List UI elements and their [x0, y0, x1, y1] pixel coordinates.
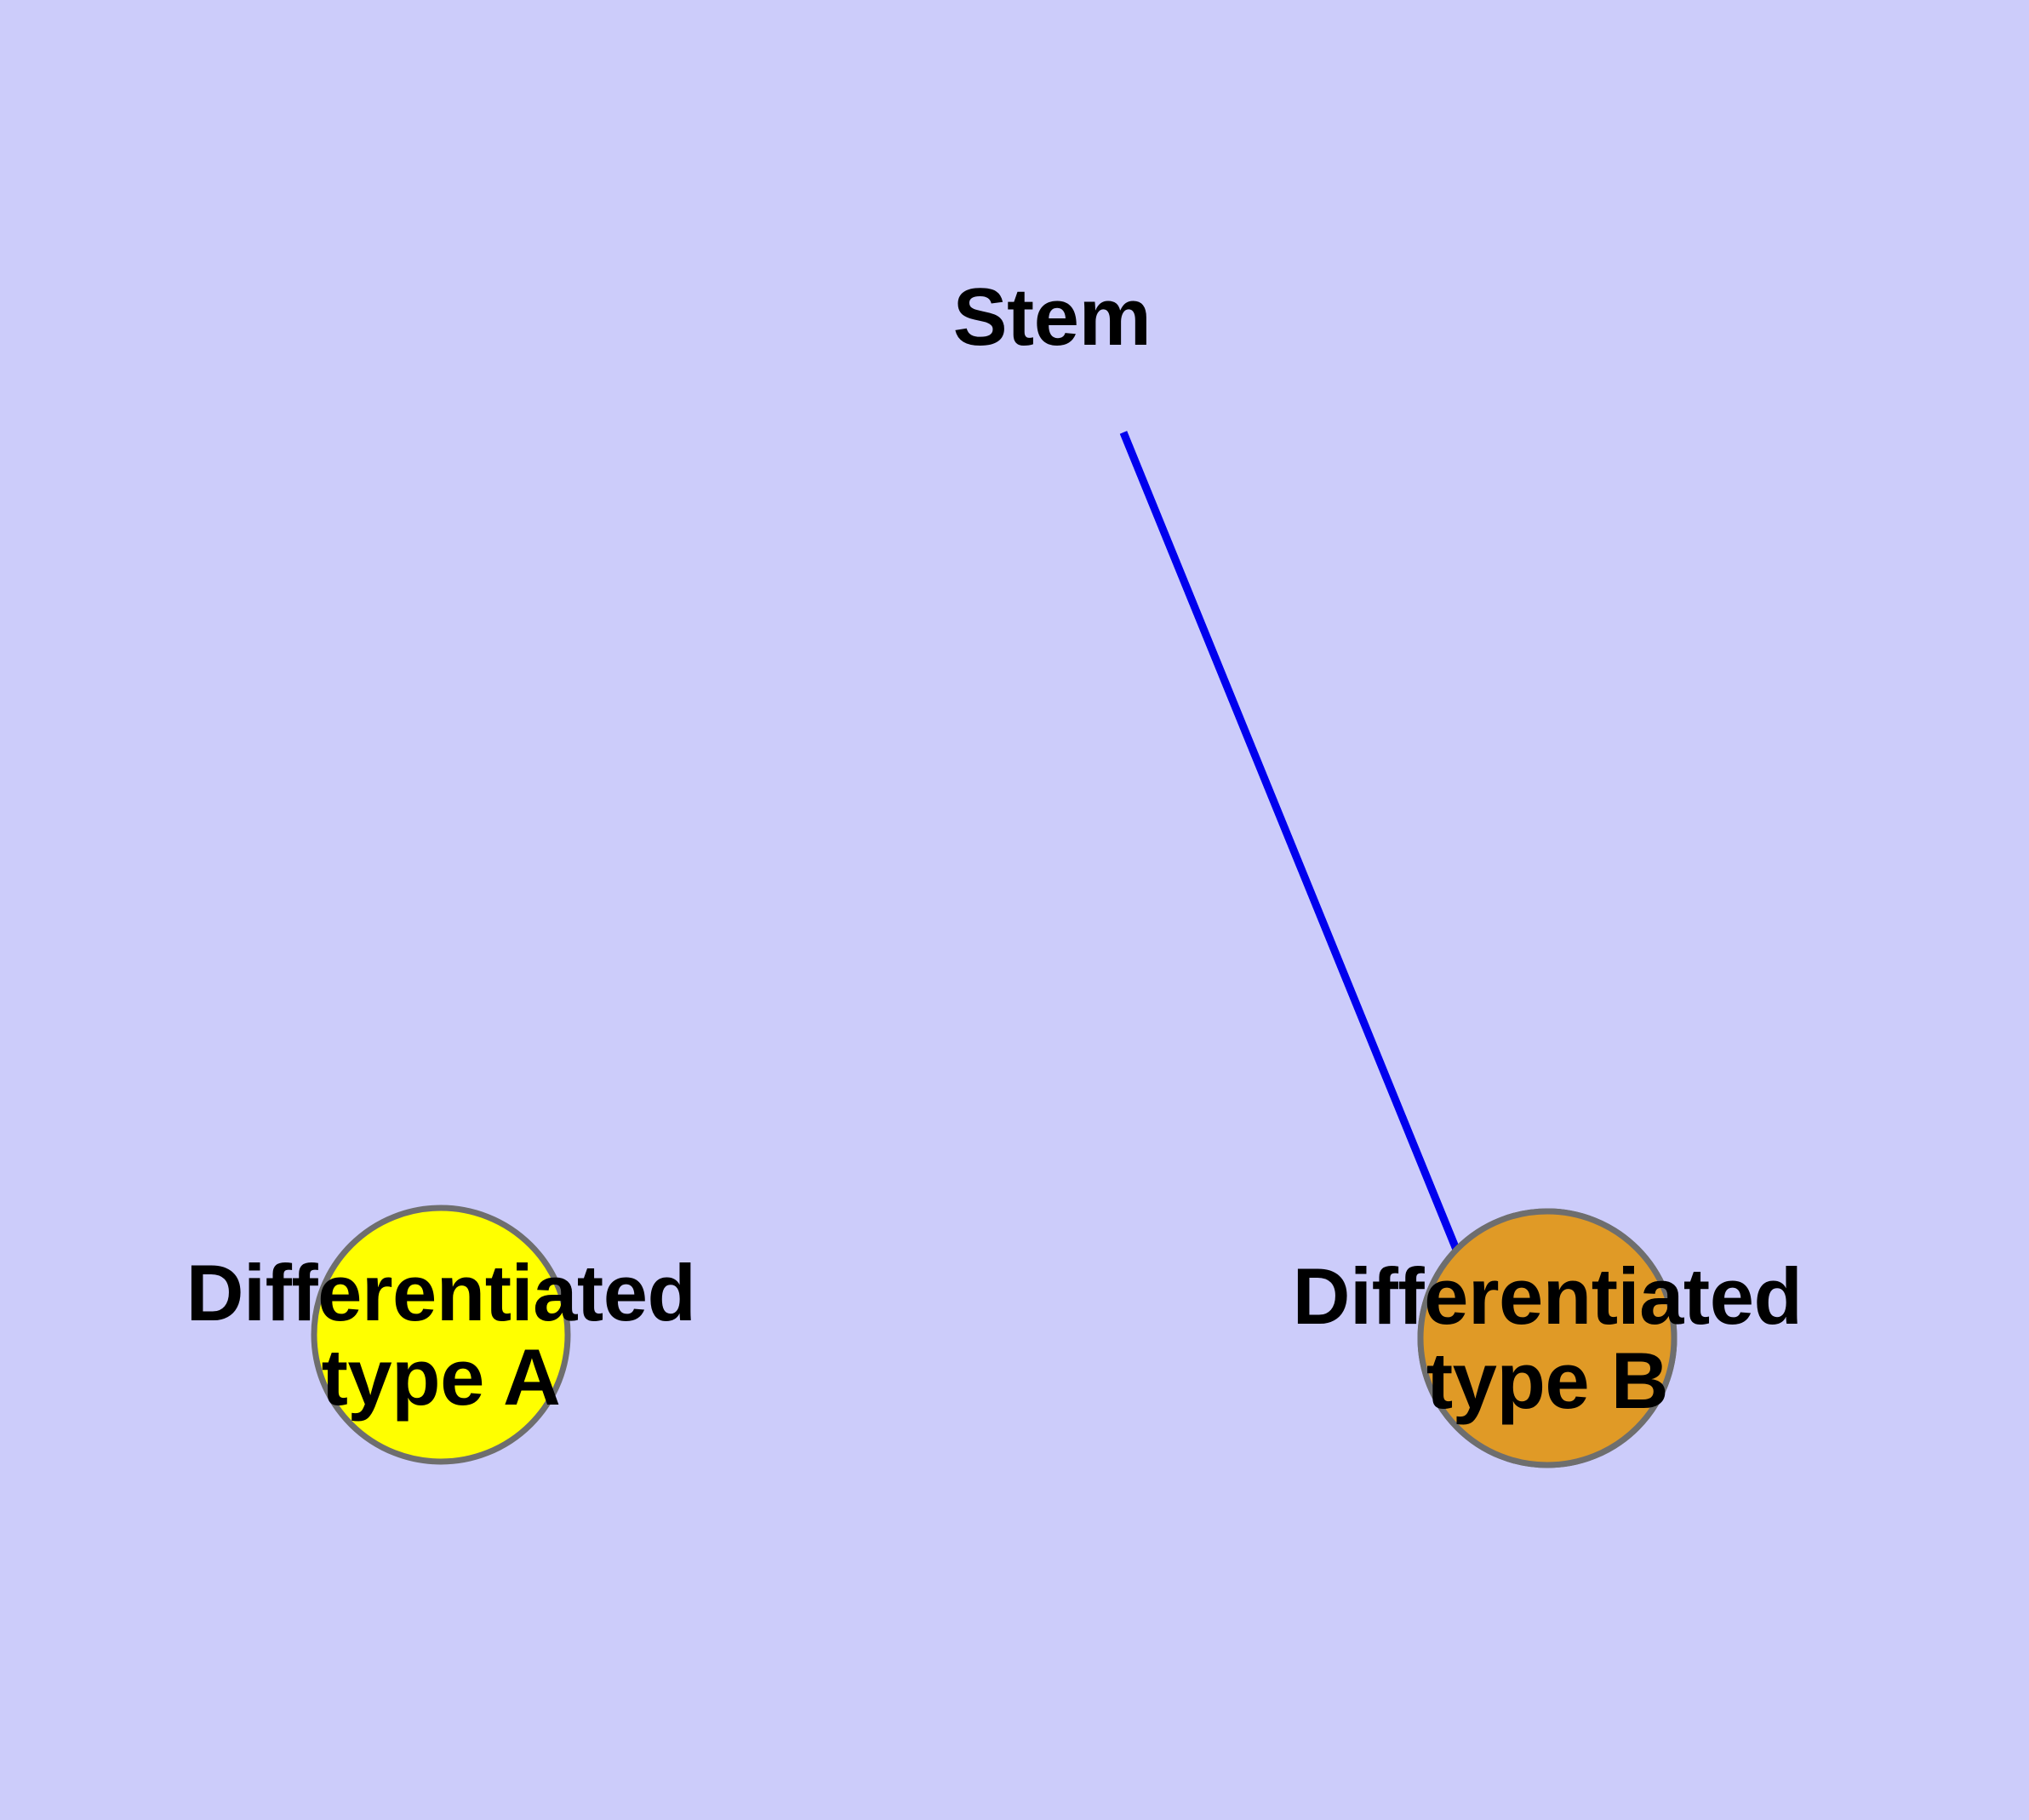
node-differentiated-type-b[interactable]: [1417, 1208, 1677, 1468]
edge-layer: [1119, 431, 1461, 1253]
node-stem[interactable]: [311, 1205, 571, 1465]
edge-stem-to-differentiated-type-b[interactable]: [1119, 431, 1461, 1253]
node-layer: [311, 1205, 1677, 1468]
